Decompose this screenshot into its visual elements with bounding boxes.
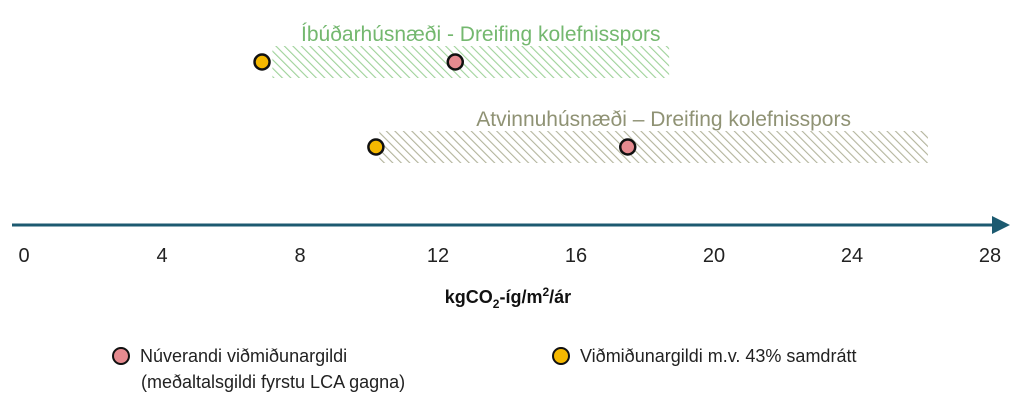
legend-current-sublabel: (meðaltalsgildi fyrstu LCA gagna): [141, 372, 406, 392]
ranges-layer: Íbúðarhúsnæði - Dreifing kolefnissporsAt…: [253, 23, 928, 163]
current-marker-icon: [112, 347, 130, 365]
x-tick-label: 16: [565, 245, 587, 267]
legend-target: Viðmiðunargildi m.v. 43% samdrátt: [552, 343, 856, 369]
x-axis-label: kgCO2-íg/m2/ár: [445, 285, 571, 311]
legend-current-label: Núverandi viðmiðunargildi: [140, 346, 348, 366]
target-marker-icon: [552, 347, 570, 365]
target-value-marker: [253, 53, 271, 71]
range-bar: [379, 131, 928, 163]
x-tick-label: 20: [703, 245, 725, 267]
legend-current: Núverandi viðmiðunargildi (meðaltalsgild…: [112, 343, 405, 395]
range-label: Íbúðarhúsnæði - Dreifing kolefnisspors: [301, 23, 661, 46]
range-group: Íbúðarhúsnæði - Dreifing kolefnisspors: [253, 23, 670, 78]
x-axis-arrow-icon: [992, 216, 1010, 234]
x-tick-label: 12: [427, 245, 449, 267]
x-tick-label: 4: [156, 245, 167, 267]
chart: Íbúðarhúsnæði - Dreifing kolefnissporsAt…: [12, 23, 1010, 311]
x-tick-label: 24: [841, 245, 863, 267]
range-group: Atvinnuhúsnæði – Dreifing kolefnisspors: [367, 108, 928, 163]
x-tick-label: 8: [294, 245, 305, 267]
current-value-marker: [619, 138, 637, 156]
legend-target-label: Viðmiðunargildi m.v. 43% samdrátt: [580, 346, 857, 366]
range-label: Atvinnuhúsnæði – Dreifing kolefnisspors: [476, 108, 851, 131]
range-bar: [272, 46, 670, 78]
x-tick-label: 0: [18, 245, 29, 267]
x-tick-label: 28: [979, 245, 1001, 267]
target-value-marker: [367, 138, 385, 156]
x-axis: 0 4 8 12 16 20 24 28: [12, 216, 1010, 267]
current-value-marker: [446, 53, 464, 71]
